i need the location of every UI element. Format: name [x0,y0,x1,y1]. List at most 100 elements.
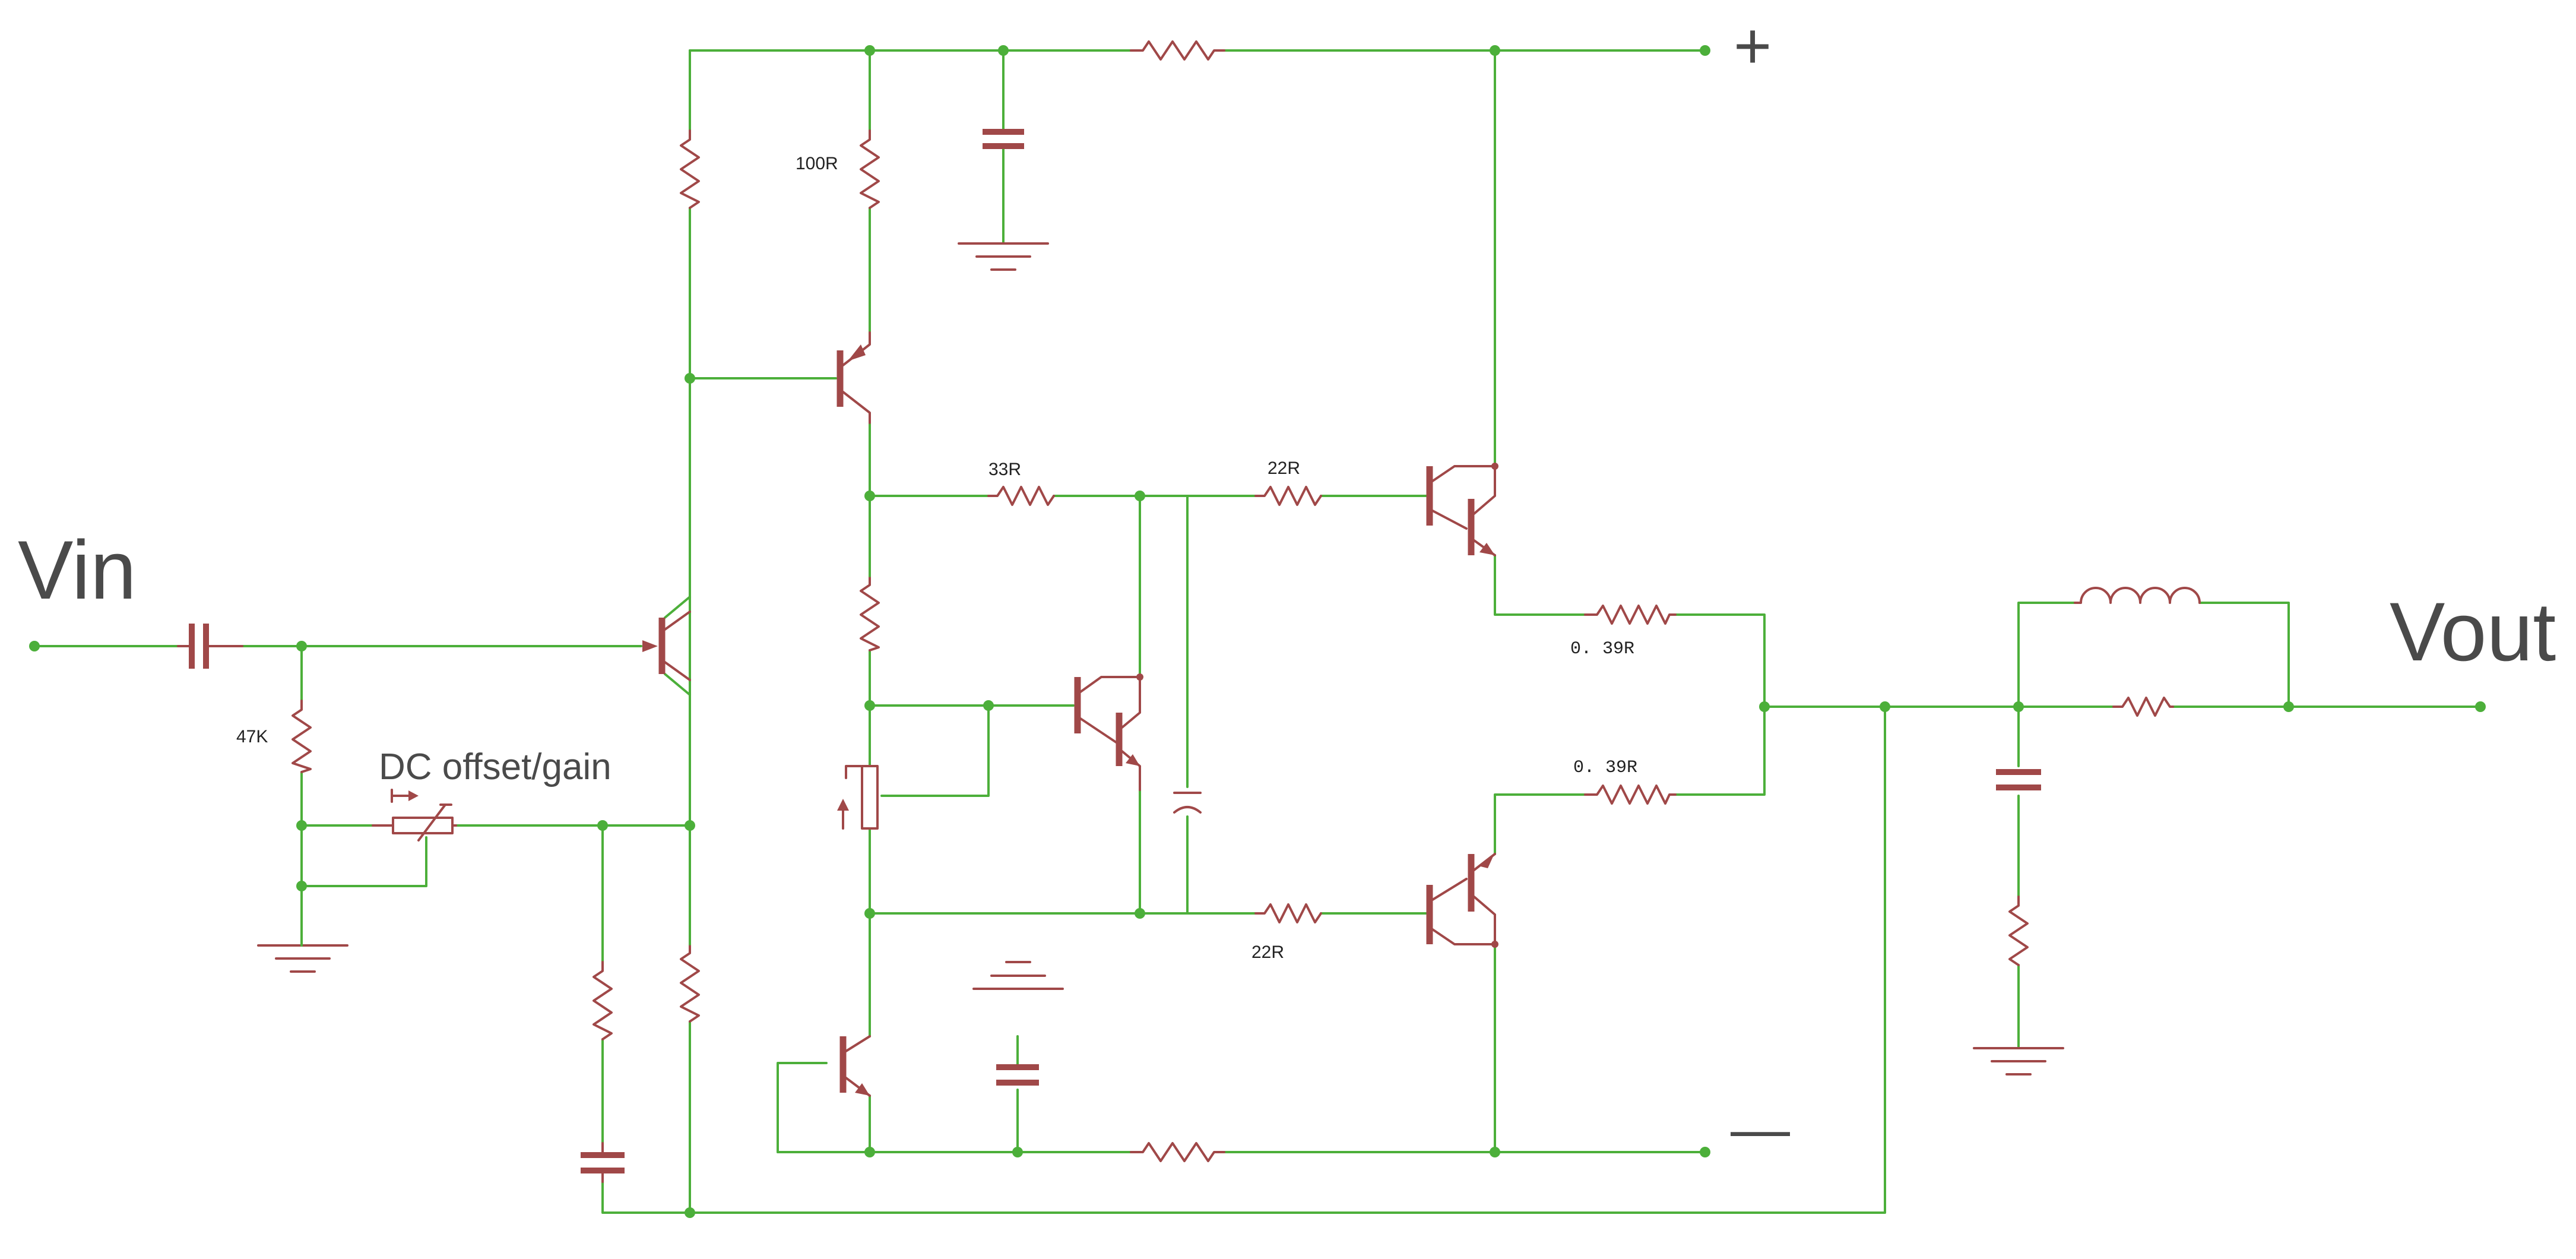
transistor-bias-arrow [1126,754,1140,766]
transistor-output-pnp-driver-emitter [1431,878,1468,901]
label-22r-top: 22R [1268,458,1300,478]
wire-output-pnp-emitter [1494,793,1586,855]
resistor-emitter-bottom [1584,784,1677,805]
transistor-output-pnp-arrow [1478,855,1494,868]
resistor-zobel [2008,896,2029,966]
junction [296,820,307,831]
label-47k: 47K [236,727,268,746]
potentiometer-dc-offset-arrow-head [408,790,419,801]
transistor-input-emitter [664,661,691,681]
junction [685,1207,695,1218]
wire-current-source-loop [777,1062,828,1153]
resistor-supply-top [1130,40,1225,61]
resistor-47k [291,700,312,773]
transistor-input-arrow [642,640,658,652]
label-vin: Vin [18,523,137,616]
resistor-feedback-shunt [592,961,613,1040]
wires [33,49,2482,1214]
resistor-100r [860,129,880,209]
junction [1759,701,1770,712]
wire-feedback-rc-3 [601,706,1886,1214]
wire-output-npn-emitter [1494,554,1586,616]
resistor-emitter-top [1584,605,1677,625]
transistor-output-npn-collector [1473,465,1496,515]
junction [1135,908,1145,919]
transistor-vas-emitter [842,331,871,366]
junction [1490,1147,1500,1157]
transistor-current-source-collector [845,1035,871,1052]
junction [2283,701,2294,712]
label-supply-positive: + [1734,10,1772,83]
wire-trim-wiper [880,704,990,797]
resistor-22r-bottom [1254,903,1322,923]
trimmer-bias [861,765,879,830]
label-039r-top: 0. 39R [1570,639,1634,659]
inductor-output [2074,587,2201,604]
label-supply-negative: — [1731,1096,1790,1162]
transistor-bias-collector [1079,676,1141,693]
resistor-input-collector [680,129,700,209]
transistor-vas-arrow [848,344,866,361]
junction [864,700,875,711]
resistor-supply-bottom [1130,1142,1225,1162]
resistor-vas-load [860,575,880,651]
junction [2013,701,2024,712]
junction [296,881,307,891]
junctions [29,45,2486,1218]
resistor-output-damping [2112,697,2174,717]
label-039r-bottom: 0. 39R [1573,758,1637,778]
junction [1880,701,1890,712]
transistor-output-npn-driver-collector [1431,465,1496,482]
potentiometer-dc-offset-adjust [417,804,446,842]
node-bias-collector [1136,673,1143,681]
wire-zobel-inductor [2017,602,2076,708]
transistor-vas-collector [842,391,871,424]
trimmer-adjust-arrow-head [837,799,849,811]
terminal-positive[interactable] [1700,45,1710,56]
transistor-current-source-arrow [855,1083,870,1096]
label-33r: 33R [988,460,1021,479]
transistor-output-npn-arrow [1479,543,1495,555]
label-dc-offset-gain: DC offset/gain [379,746,611,787]
transistor-output-pnp-driver-collector [1431,928,1496,945]
trimmer-bias-wiper [845,765,862,779]
wire-pot-wiper [300,836,427,887]
capacitor-miller-b [1173,806,1202,814]
resistor-feedback-series [680,943,700,1023]
resistor-33r [987,486,1055,506]
labels: Vin Vout + — DC offset/gain 47K 100R 33R… [18,10,2556,1162]
junction [1135,491,1145,501]
junction [864,45,875,56]
junction [597,820,608,831]
transistor-bias-darlington-collector [1121,676,1141,729]
junction [864,1147,875,1157]
wire-re-top-out [1674,613,1766,796]
junction [864,908,875,919]
wire-zobel-inductor-2 [2198,602,2290,708]
transistor-bias-emitter [1079,717,1117,744]
junction [685,373,695,384]
wire-input-transistor-c [664,596,691,619]
junction [864,491,875,501]
transistor-output-pnp-collector [1473,896,1496,945]
terminal-vin[interactable] [29,641,40,651]
junction [1012,1147,1023,1157]
junction [1490,45,1500,56]
label-22r-bottom: 22R [1251,942,1284,962]
junction [296,641,307,651]
junction [983,700,994,711]
wire-input-transistor-e [664,673,691,696]
components [177,40,2201,1183]
junction [685,820,695,831]
node-output-npn-collector [1491,463,1498,470]
transistor-input-collector [664,610,691,631]
label-vout: Vout [2390,585,2556,678]
resistor-22r-top [1254,486,1322,506]
terminal-negative[interactable] [1700,1147,1710,1157]
junction [998,45,1009,56]
node-output-pnp-collector [1491,941,1498,948]
potentiometer-dc-offset [392,817,454,834]
transistor-output-npn-driver-emitter [1431,510,1468,530]
terminal-vout[interactable] [2475,701,2486,712]
